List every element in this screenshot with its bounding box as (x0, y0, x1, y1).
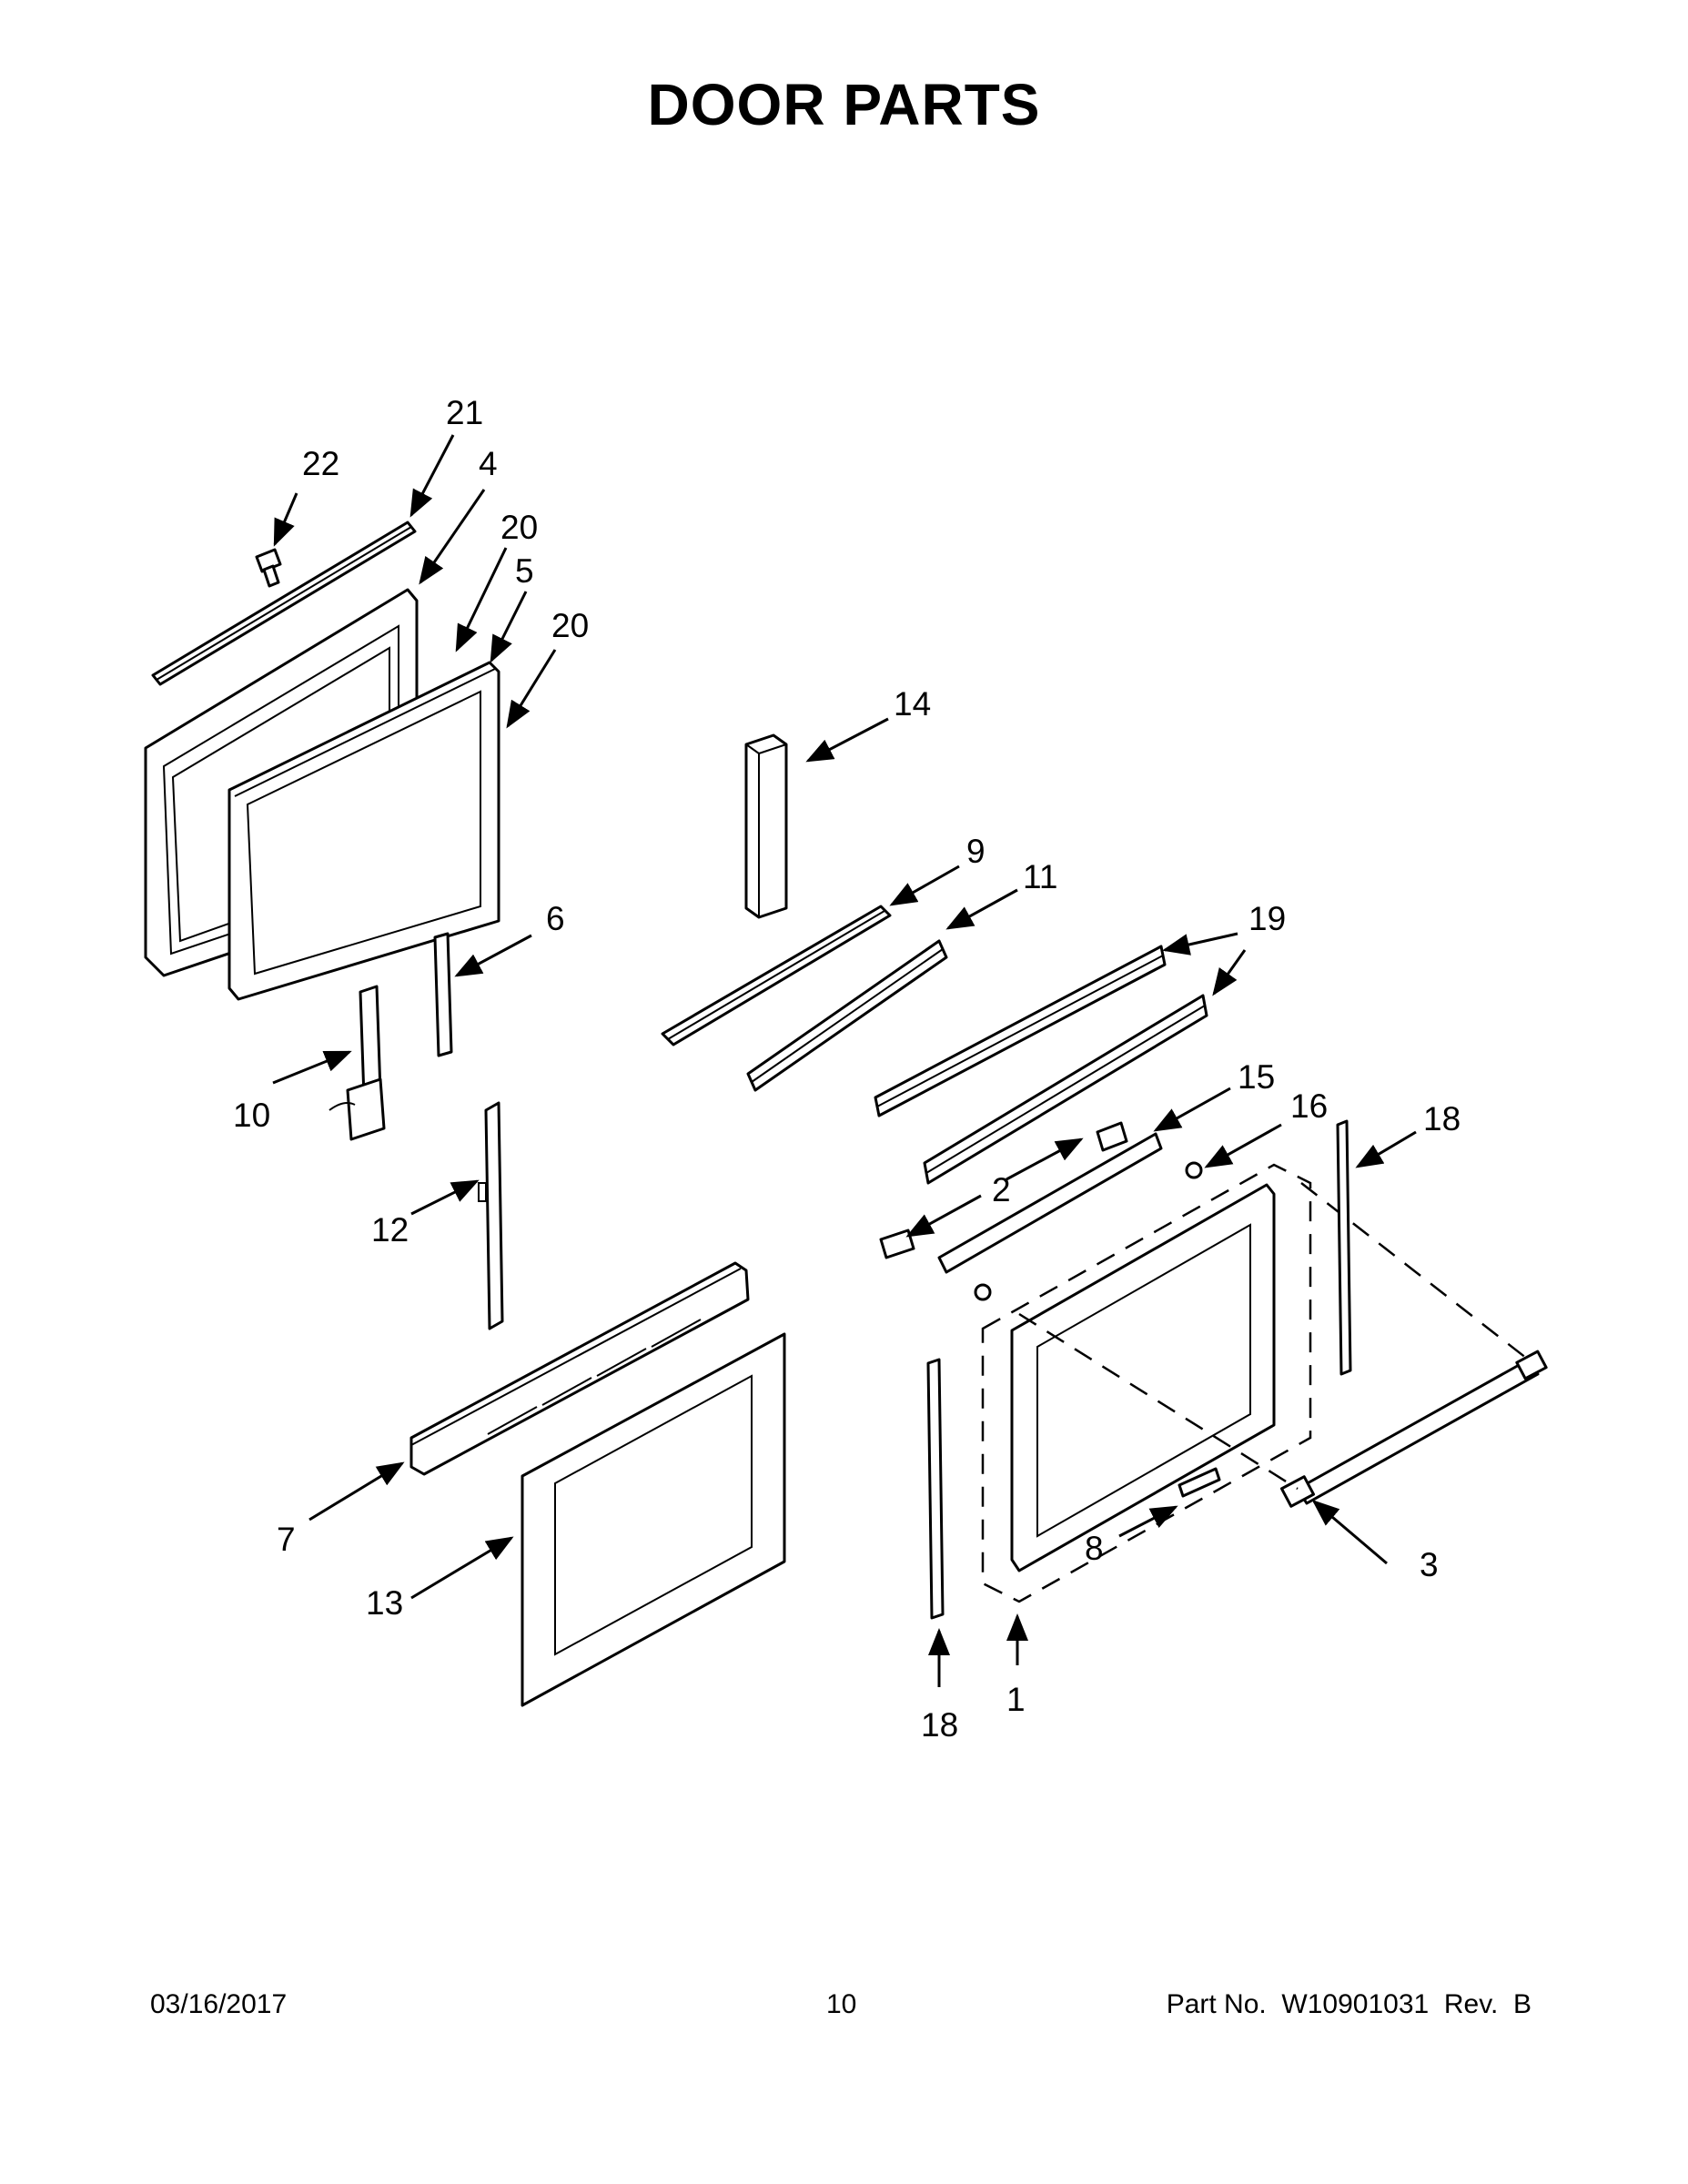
callout-9: 9 (966, 833, 986, 870)
footer-date: 03/16/2017 (150, 1989, 288, 2019)
callout-4: 4 (479, 445, 498, 482)
callout-11: 11 (1023, 858, 1057, 895)
part-21-top-trim (151, 521, 417, 686)
callout-2: 2 (992, 1171, 1011, 1208)
callout-5: 5 (515, 552, 534, 590)
part-5-inner-glass (227, 661, 500, 1001)
callout-18: 18 (1423, 1100, 1461, 1138)
part-19-vent-rail-upper (874, 945, 1167, 1117)
part-11-channel (746, 939, 948, 1092)
callout-21: 21 (446, 394, 483, 431)
part-1-outer-door (981, 1163, 1312, 1603)
callout-15: 15 (1238, 1058, 1275, 1096)
callout-6: 6 (546, 900, 565, 937)
callout-12: 12 (371, 1211, 409, 1249)
page-title: DOOR PARTS (647, 72, 1041, 137)
part-6-hinge-channel (433, 932, 453, 1057)
callout-18: 18 (921, 1706, 958, 1744)
callout-3: 3 (1420, 1546, 1439, 1583)
part-22-screw (255, 548, 282, 588)
part-7-vent-bar (409, 1261, 750, 1476)
callout-8: 8 (1085, 1530, 1104, 1567)
callout-10: 10 (233, 1097, 270, 1134)
part-14-duct (744, 733, 788, 919)
callout-20: 20 (551, 607, 589, 644)
callout-7: 7 (277, 1521, 296, 1558)
callout-20: 20 (500, 509, 538, 546)
part-10-hinge (329, 985, 386, 1141)
part-2-pivot-rail (879, 1121, 1203, 1301)
callout-14: 14 (894, 685, 931, 723)
callout-1: 1 (1006, 1681, 1026, 1718)
footer-page-number: 10 (826, 1989, 857, 2019)
part-19-vent-rail-lower (923, 994, 1208, 1185)
callout-19: 19 (1248, 900, 1286, 937)
callout-13: 13 (366, 1584, 403, 1622)
callout-labels: 21 22 4 20 5 20 14 9 11 6 19 10 15 16 18… (233, 394, 1461, 1744)
part-18-side-trim-left (926, 1358, 945, 1620)
footer-part-number: Part No. W10901031 Rev. B (1166, 1989, 1531, 2019)
part-18-side-trim-right (1336, 1119, 1352, 1376)
part-13-outer-glass (521, 1332, 786, 1707)
leader-lines (272, 434, 1417, 1687)
part-8-badge (1178, 1467, 1221, 1498)
callout-16: 16 (1290, 1087, 1328, 1125)
part-9-channel (661, 905, 892, 1046)
part-12-hinge-bracket (478, 1101, 504, 1330)
callout-22: 22 (302, 445, 339, 482)
